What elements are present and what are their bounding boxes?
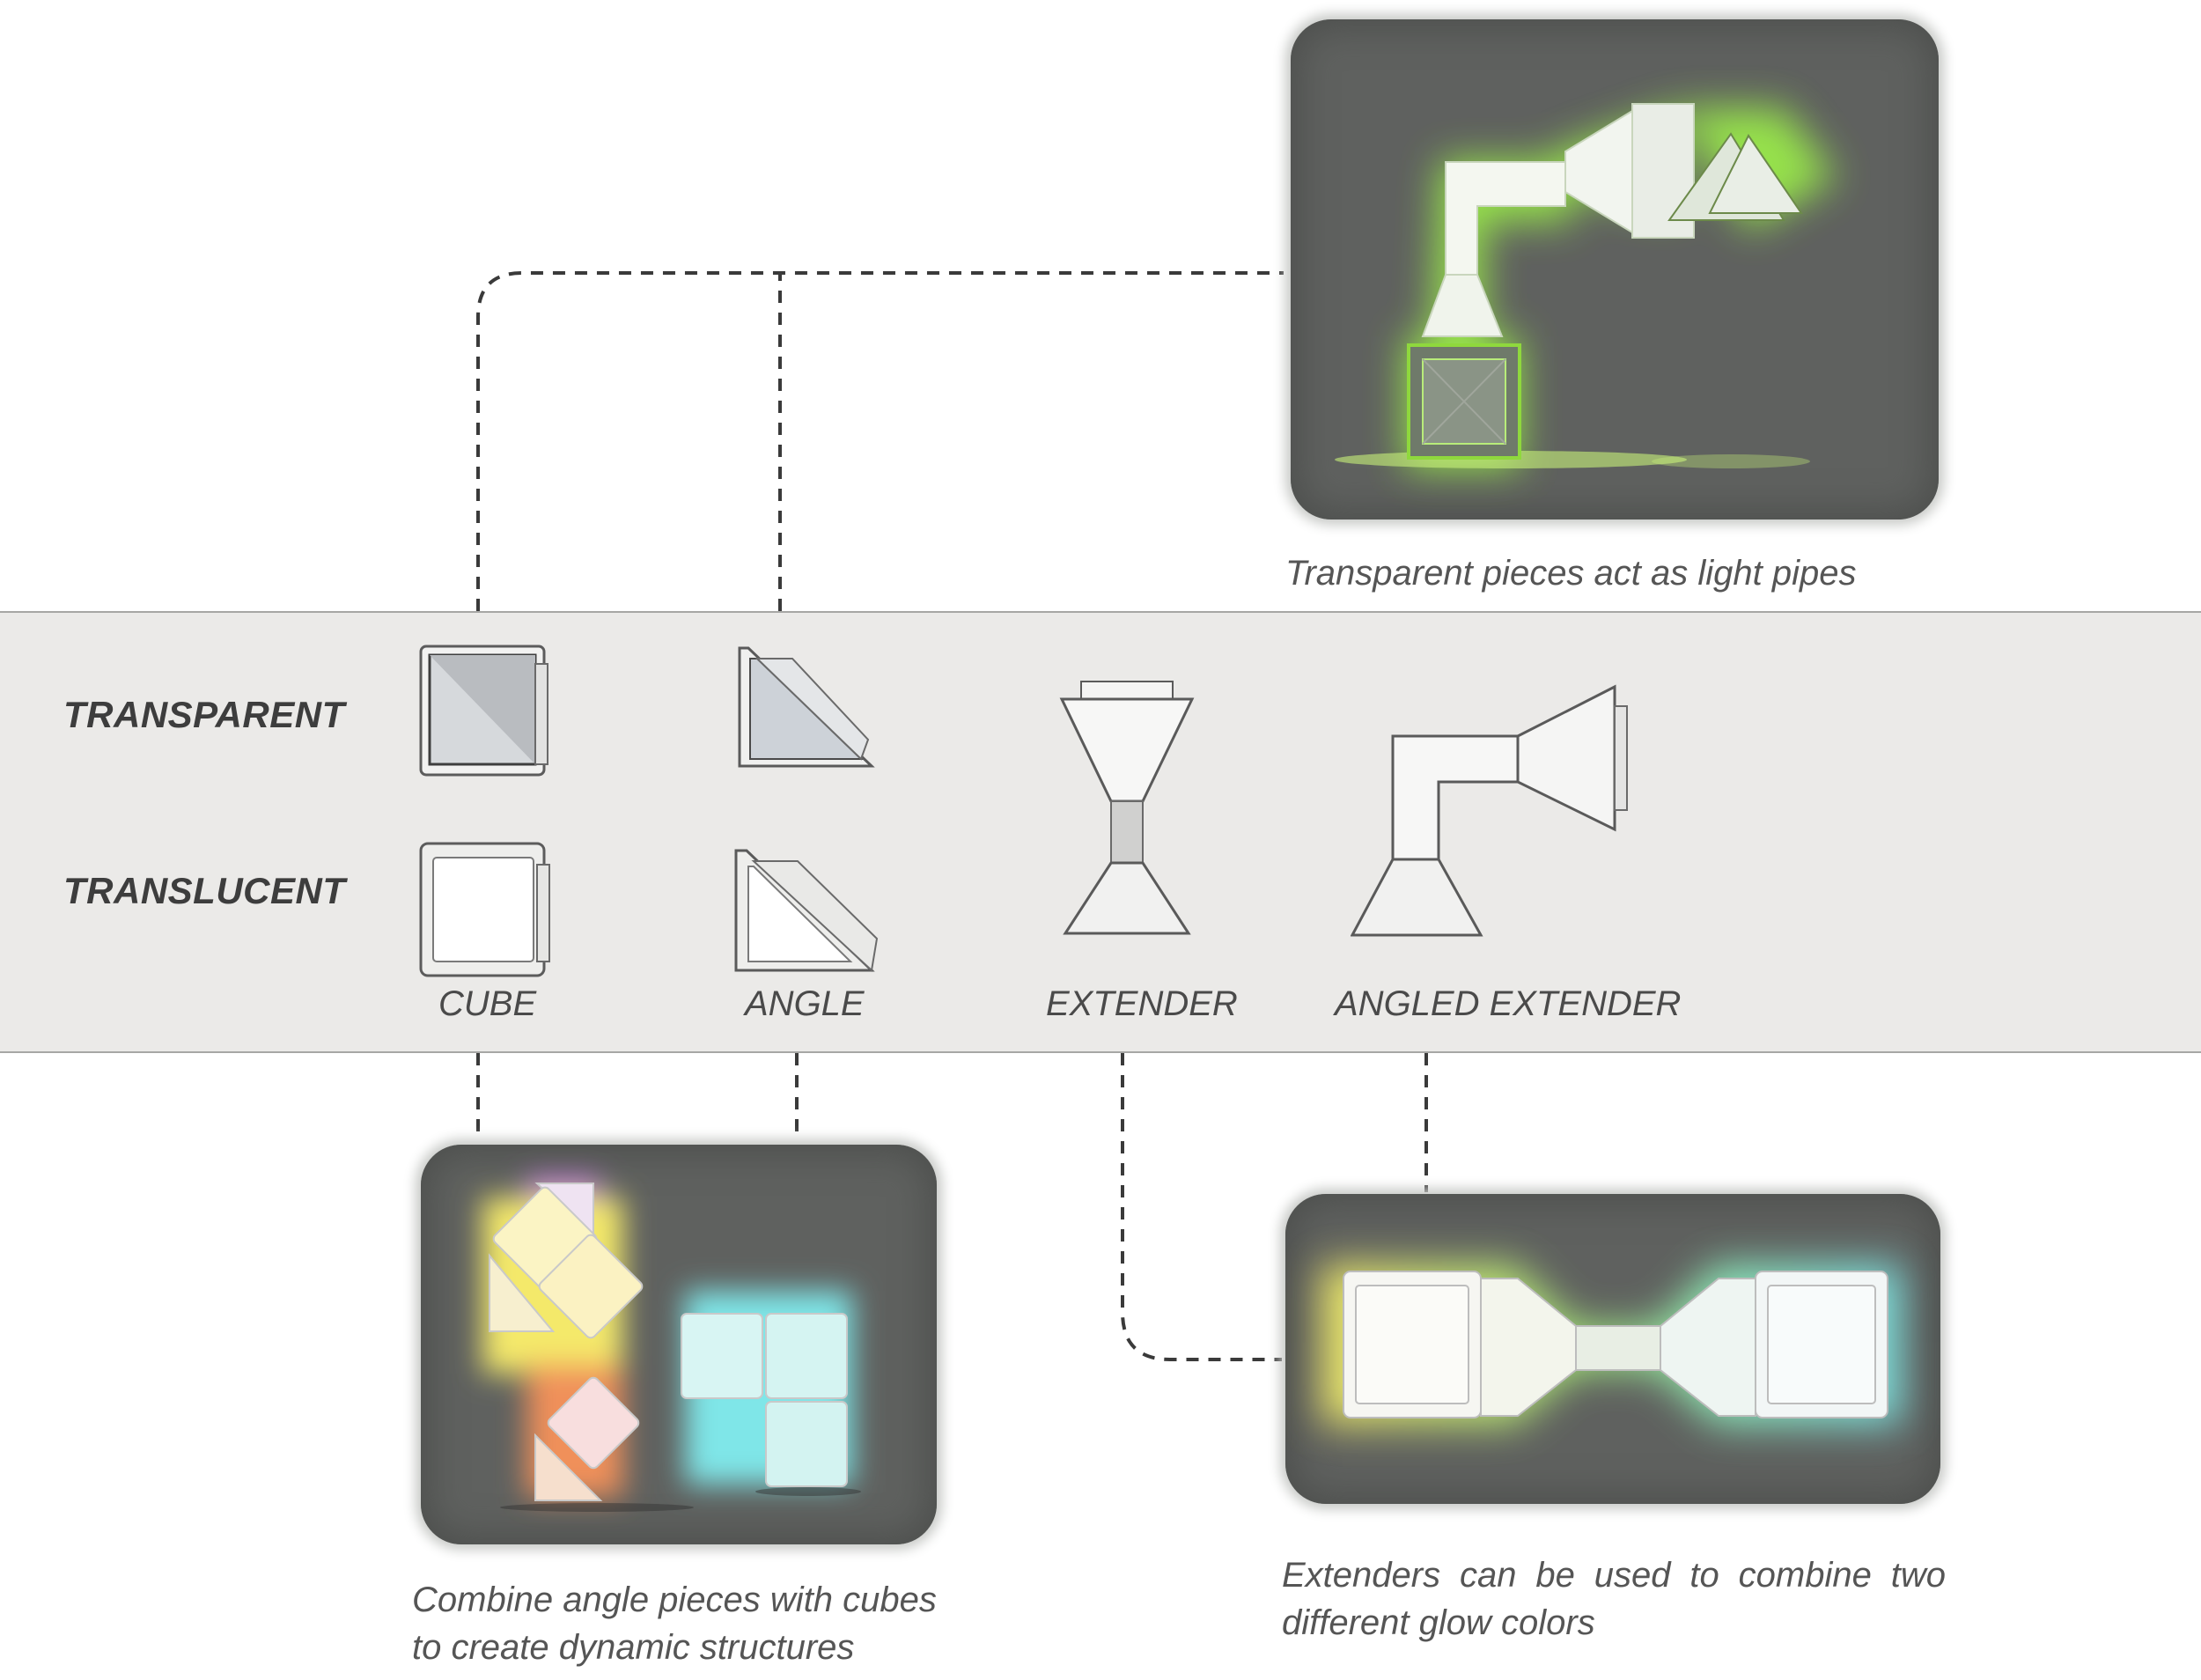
extenders-caption: Extenders can be used to combine two dif… <box>1282 1556 1946 1642</box>
piece-label-angled-extender: ANGLED EXTENDER <box>1335 984 1682 1023</box>
connector-cube-to-light-pipes <box>476 271 1284 611</box>
extender-piece <box>1059 681 1195 935</box>
row-label-transparent: TRANSPARENT <box>63 694 345 735</box>
angle-cubes-photo <box>421 1145 937 1544</box>
light-pipes-caption: Transparent pieces act as light pipes <box>1285 554 1857 593</box>
angle-cubes-illustration <box>482 1178 861 1512</box>
piece-label-angle: ANGLE <box>745 984 865 1023</box>
row-label-translucent: TRANSLUCENT <box>63 870 346 911</box>
translucent-angle-piece <box>734 849 879 972</box>
pipe-elbow-shape <box>1421 103 1803 337</box>
light-pipes-photo <box>1291 19 1939 519</box>
extenders-illustration <box>1321 1264 1902 1425</box>
transparent-cube-shape <box>1407 343 1521 460</box>
connector-extender-to-extenders <box>1121 1053 1282 1361</box>
translucent-cube-piece <box>419 842 550 977</box>
extenders-photo <box>1285 1194 1940 1504</box>
angle-cubes-caption: Combine angle pieces with cubes to creat… <box>412 1581 937 1667</box>
light-pipes-illustration <box>1335 103 1837 468</box>
transparent-cube-piece <box>419 645 548 777</box>
piece-label-extender: EXTENDER <box>1046 984 1238 1023</box>
piece-label-cube: CUBE <box>438 984 537 1023</box>
transparent-angle-piece <box>738 646 875 768</box>
angled-extender-piece <box>1351 684 1628 937</box>
